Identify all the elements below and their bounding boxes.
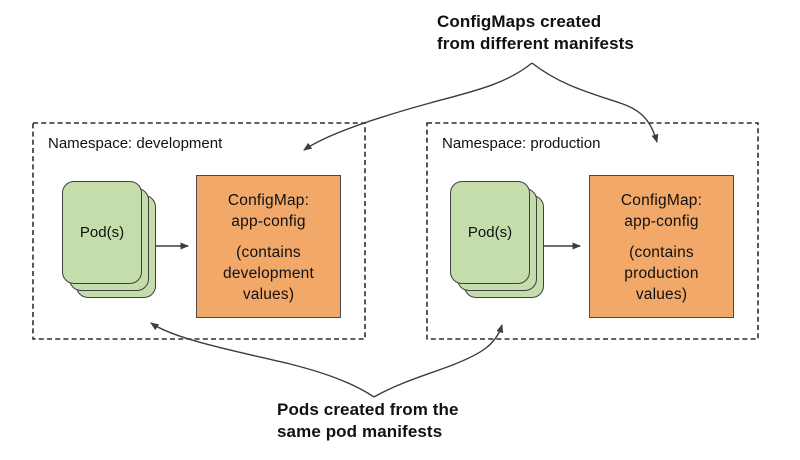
arrow-caption-to-dev-pods [150,322,375,398]
namespace-production-box [426,122,759,340]
pod-stack-production: Pod(s) [450,181,546,300]
configmap-body-development: (contains development values) [223,244,314,303]
arrow-caption-to-prod-pods [373,324,504,398]
configmap-body-production: (contains production values) [624,244,699,303]
configmap-title-production: ConfigMap: app-config [620,192,703,230]
arrow-caption-to-prod-configmap [531,62,659,143]
pod-label-production: Pod(s) [467,224,513,241]
configmap-title-development: ConfigMap: app-config [227,192,310,230]
arrow-caption-to-dev-configmap [303,62,533,151]
pod-stack-development: Pod(s) [62,181,158,300]
configmap-box-development: ConfigMap: app-config (contains developm… [196,175,341,318]
pod-label-development: Pod(s) [79,224,125,241]
namespace-production-label: Namespace: production [442,135,601,152]
pod-card-front: Pod(s) [62,181,142,284]
configmap-box-production: ConfigMap: app-config (contains producti… [589,175,734,318]
namespace-development-box [32,122,366,340]
pod-card-front: Pod(s) [450,181,530,284]
caption-pods-created: Pods created from the same pod manifests [277,400,459,441]
namespace-development-label: Namespace: development [48,135,223,152]
caption-configmaps-created: ConfigMaps created from different manife… [437,12,634,53]
